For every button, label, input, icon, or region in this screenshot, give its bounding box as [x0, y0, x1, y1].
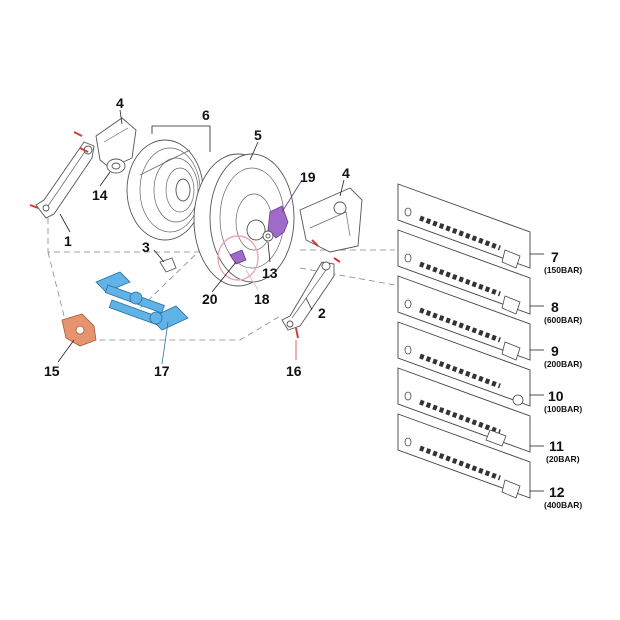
kit-pressure-8: (600BAR): [544, 315, 582, 325]
label-16: 16: [286, 363, 302, 379]
blue-shaft-assembly[interactable]: [95, 271, 189, 331]
kit-number-8: 8: [551, 299, 559, 315]
right-side-bracket[interactable]: [299, 187, 363, 253]
left-side-bracket[interactable]: [95, 117, 137, 169]
label-15: 15: [44, 363, 60, 379]
kit-pressure-12: (400BAR): [544, 500, 582, 510]
right-frame-arm[interactable]: [281, 261, 335, 331]
orange-clamp-part[interactable]: [61, 313, 97, 347]
label-2: 2: [318, 305, 326, 321]
bolt-red-2: [295, 239, 341, 339]
spring-drum[interactable]: [126, 139, 204, 241]
kit-pressure-11: (20BAR): [546, 454, 580, 464]
leader-lines: [57, 109, 544, 492]
purple-pawl-part-19[interactable]: [267, 205, 289, 239]
kit-number-10: 10: [548, 388, 564, 404]
purple-lock-part-20[interactable]: [229, 249, 247, 265]
swivel-kit-components: [404, 207, 524, 499]
label-3: 3: [142, 239, 150, 255]
left-frame-arm[interactable]: [35, 141, 95, 219]
label-20: 20: [202, 291, 218, 307]
part-6-callout-bracket: [151, 125, 211, 152]
swivel-kit-panels: [397, 183, 531, 499]
label-5: 5: [254, 127, 262, 143]
kit-pressure-10: (100BAR): [544, 404, 582, 414]
label-14: 14: [92, 187, 108, 203]
label-4-left: 4: [116, 95, 124, 111]
assembly-guide-lines: [47, 218, 396, 341]
bushing-part[interactable]: [106, 158, 126, 174]
kit-number-9: 9: [551, 343, 559, 359]
washer-part[interactable]: [262, 230, 274, 242]
label-18: 18: [254, 291, 270, 307]
kit-pressure-9: (200BAR): [544, 359, 582, 369]
bolt-red-1: [29, 131, 89, 209]
kit-number-12: 12: [549, 484, 565, 500]
kit-number-11: 11: [549, 438, 564, 454]
callout-labels: 1 2 3 4 4 5 6 13 14 15 16 17 18 19 20: [44, 95, 350, 379]
kit-pressure-7: (150BAR): [544, 265, 582, 275]
label-6: 6: [202, 107, 210, 123]
swivel-kit-labels: 7 (150BAR) 8 (600BAR) 9 (200BAR) 10 (100…: [544, 249, 582, 510]
label-1: 1: [64, 233, 72, 249]
label-19: 19: [300, 169, 316, 185]
pink-ring-part[interactable]: [217, 235, 259, 281]
label-13: 13: [262, 265, 278, 281]
kit-number-7: 7: [551, 249, 559, 265]
label-4-right: 4: [342, 165, 350, 181]
label-17: 17: [154, 363, 170, 379]
